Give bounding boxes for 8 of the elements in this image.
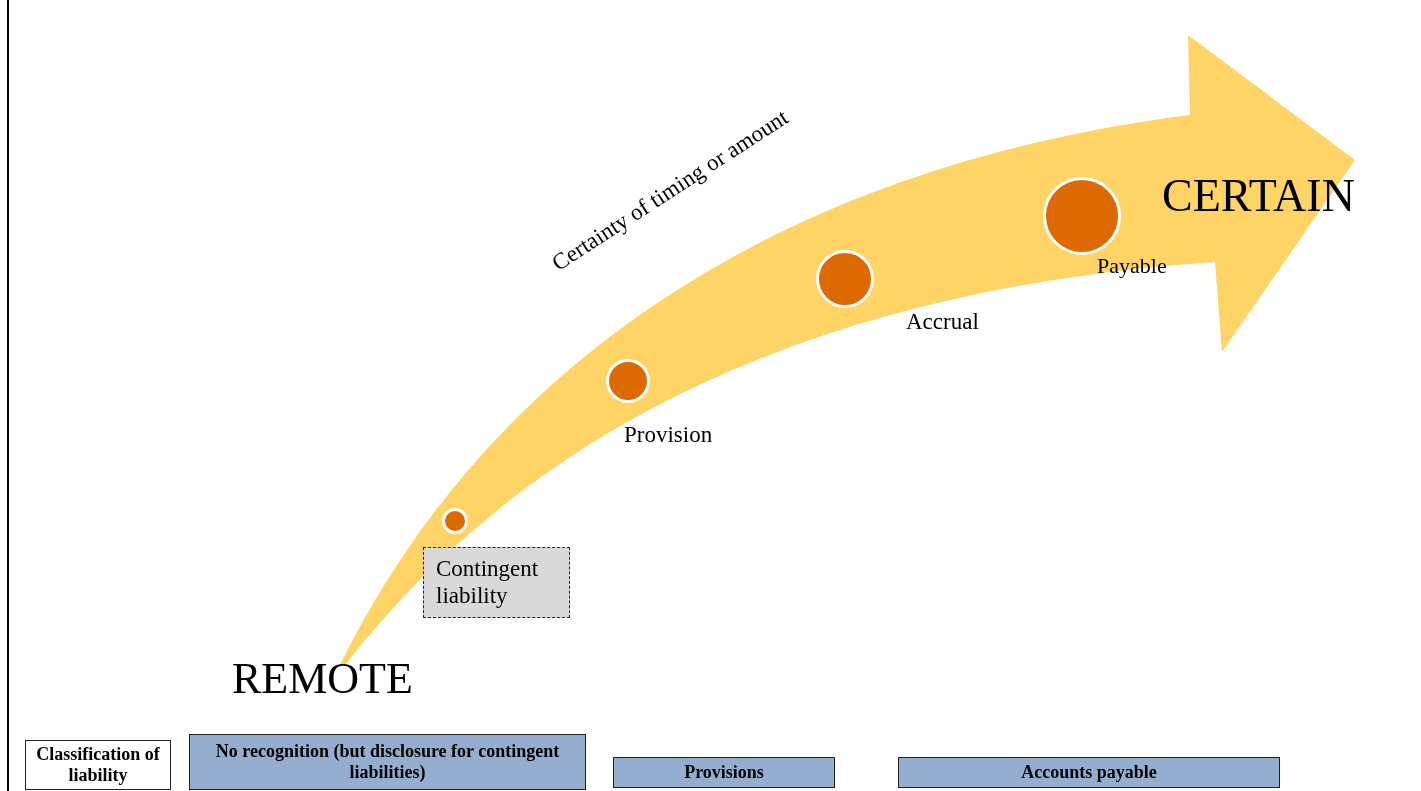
category-box: Provisions [613,757,835,788]
scale-end-label: REMOTE [232,657,413,701]
stage-label: Accrual [906,309,979,335]
stage-label: Provision [624,422,713,448]
category-box: Accounts payable [898,757,1280,788]
header-box: Classification of liability [25,740,171,790]
category-box: No recognition (but disclosure for contingent liabilities) [189,734,586,790]
dashed-text-box: Contingent liability [423,547,570,618]
